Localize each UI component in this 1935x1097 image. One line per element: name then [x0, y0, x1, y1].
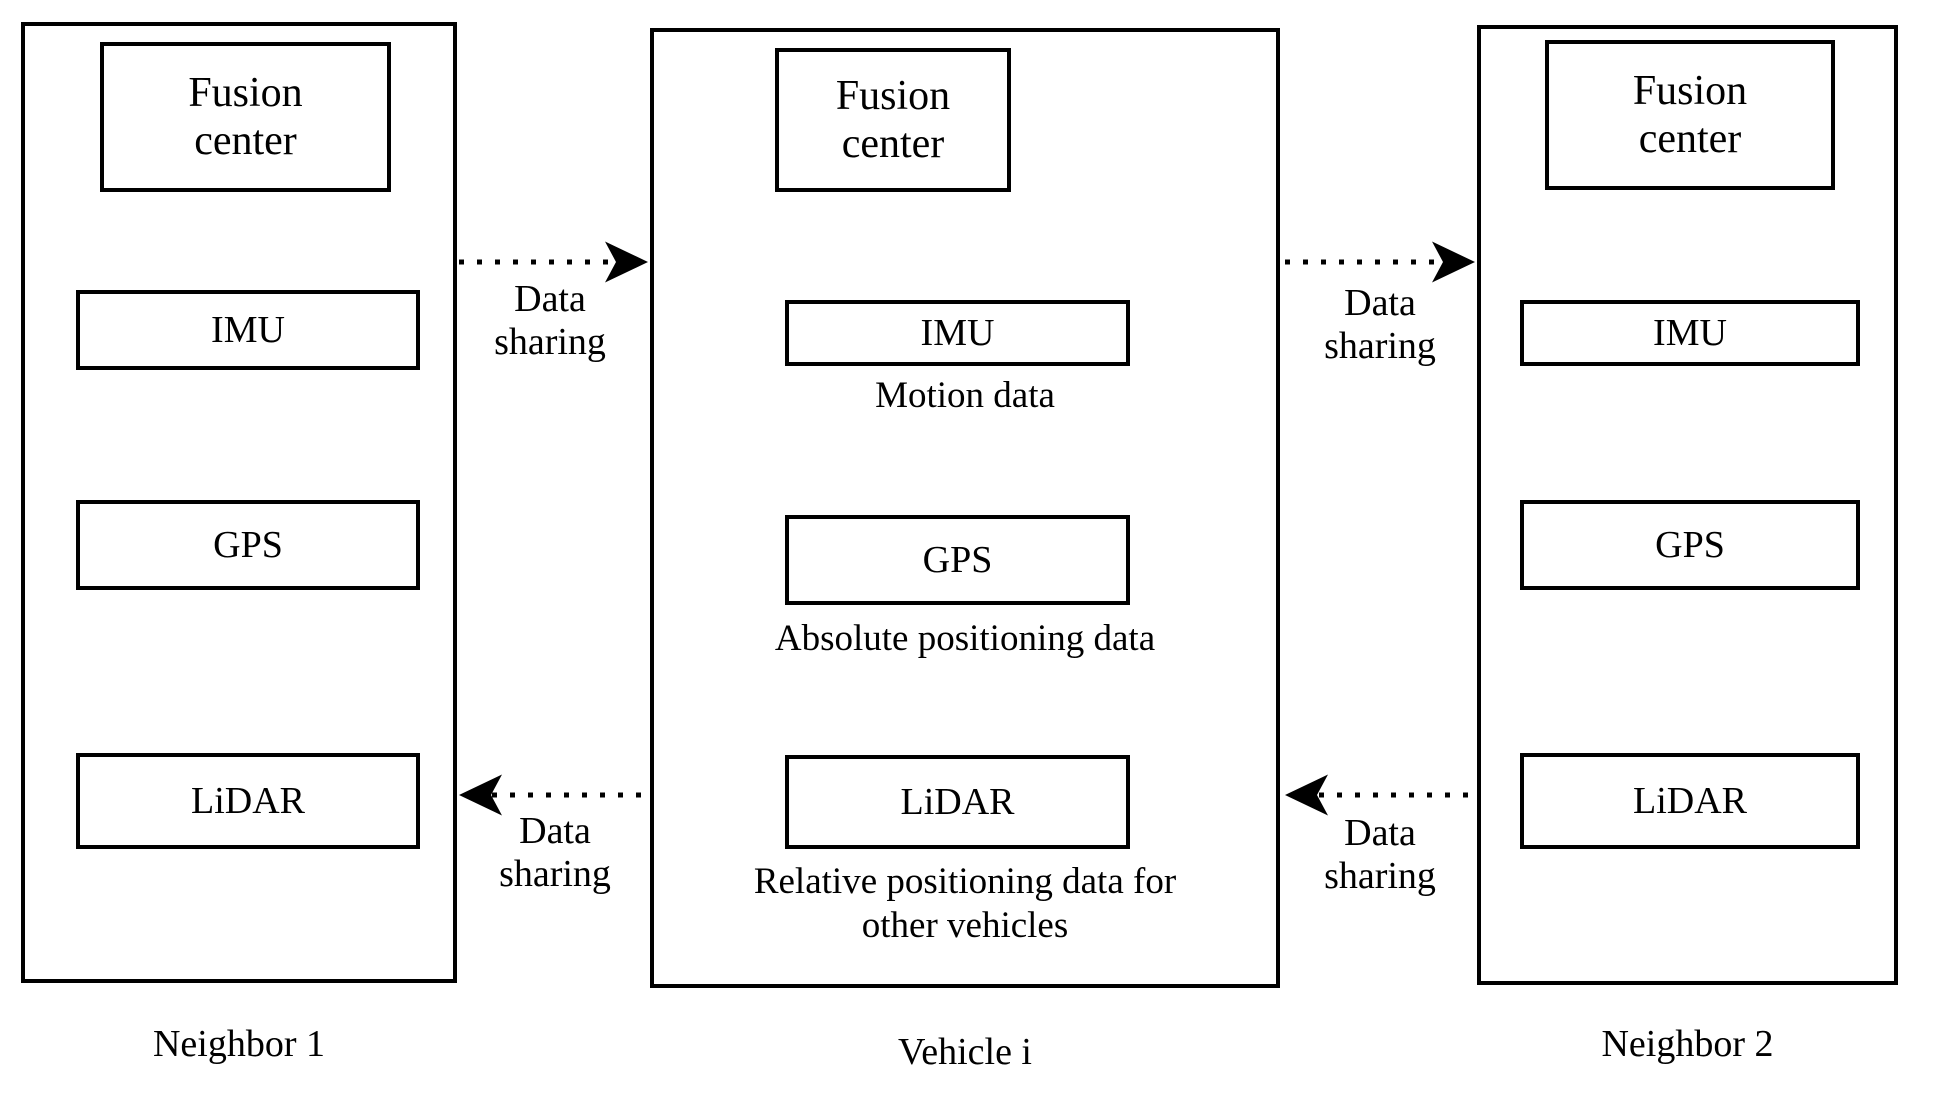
edge-label-line2: sharing: [494, 321, 606, 364]
fusion-center-box-neighbor-2: Fusion center: [1545, 40, 1835, 190]
sensor-label-imu: IMU: [211, 309, 285, 351]
sensor-label-gps: GPS: [922, 539, 993, 581]
edge-label-line1: Data: [519, 810, 591, 852]
sensor-caption-gps-vehicle-i-text: Absolute positioning data: [774, 618, 1156, 659]
fusion-center-label-line2: center: [194, 118, 297, 164]
fusion-center-label-line1: Fusion: [1632, 67, 1748, 114]
edge-label-line2: sharing: [499, 853, 611, 896]
fusion-center-label-line1: Fusion: [835, 72, 951, 119]
edge-label-line1: Data: [1344, 812, 1416, 854]
fusion-center-box-neighbor-1: Fusion center: [100, 42, 391, 192]
edge-label-line2: sharing: [1324, 855, 1436, 898]
fusion-center-label-line2: center: [1638, 116, 1742, 162]
edge-label-right-to-middle-bottom: Data sharing: [1285, 812, 1475, 899]
edge-label-line1: Data: [514, 278, 586, 320]
edge-label-line1: Data: [1344, 282, 1416, 324]
panel-label-vehicle-i: Vehicle i: [897, 1031, 1032, 1073]
edge-label-line2: sharing: [1324, 325, 1436, 368]
sensor-box-imu-neighbor-1: IMU: [76, 290, 420, 370]
sensor-label-lidar: LiDAR: [1633, 780, 1747, 822]
sensor-box-gps-neighbor-1: GPS: [76, 500, 420, 590]
sensor-label-gps: GPS: [1655, 524, 1725, 566]
sensor-box-imu-vehicle-i: IMU: [785, 300, 1130, 366]
sensor-label-imu: IMU: [1653, 312, 1727, 354]
panel-label-neighbor-1: Neighbor 1: [152, 1023, 326, 1065]
sensor-box-gps-neighbor-2: GPS: [1520, 500, 1860, 590]
edge-label-middle-to-right-top: Data sharing: [1285, 282, 1475, 369]
edge-label-left-to-middle-top: Data sharing: [455, 278, 645, 365]
sensor-box-gps-vehicle-i: GPS: [785, 515, 1130, 605]
fusion-center-box-vehicle-i: Fusion center: [775, 48, 1011, 192]
sensor-label-imu: IMU: [920, 312, 995, 354]
sensor-label-lidar: LiDAR: [900, 781, 1015, 823]
sensor-box-lidar-neighbor-2: LiDAR: [1520, 753, 1860, 849]
sensor-label-lidar: LiDAR: [191, 780, 305, 822]
sensor-caption-lidar-line2: other vehicles: [861, 904, 1069, 946]
edge-label-middle-to-left-bottom: Data sharing: [460, 810, 650, 897]
sensor-box-lidar-vehicle-i: LiDAR: [785, 755, 1130, 849]
panel-label-neighbor-2: Neighbor 2: [1601, 1023, 1774, 1065]
sensor-box-lidar-neighbor-1: LiDAR: [76, 753, 420, 849]
sensor-caption-imu-vehicle-i: Motion data: [875, 375, 1055, 416]
fusion-center-label-line1: Fusion: [188, 69, 303, 116]
sensor-box-imu-neighbor-2: IMU: [1520, 300, 1860, 366]
sensor-label-gps: GPS: [213, 524, 283, 566]
fusion-center-label-line2: center: [841, 121, 945, 167]
sensor-caption-lidar-vehicle-i: Relative positioning data for other vehi…: [650, 860, 1280, 947]
sensor-caption-lidar-line1: Relative positioning data for: [753, 861, 1177, 902]
